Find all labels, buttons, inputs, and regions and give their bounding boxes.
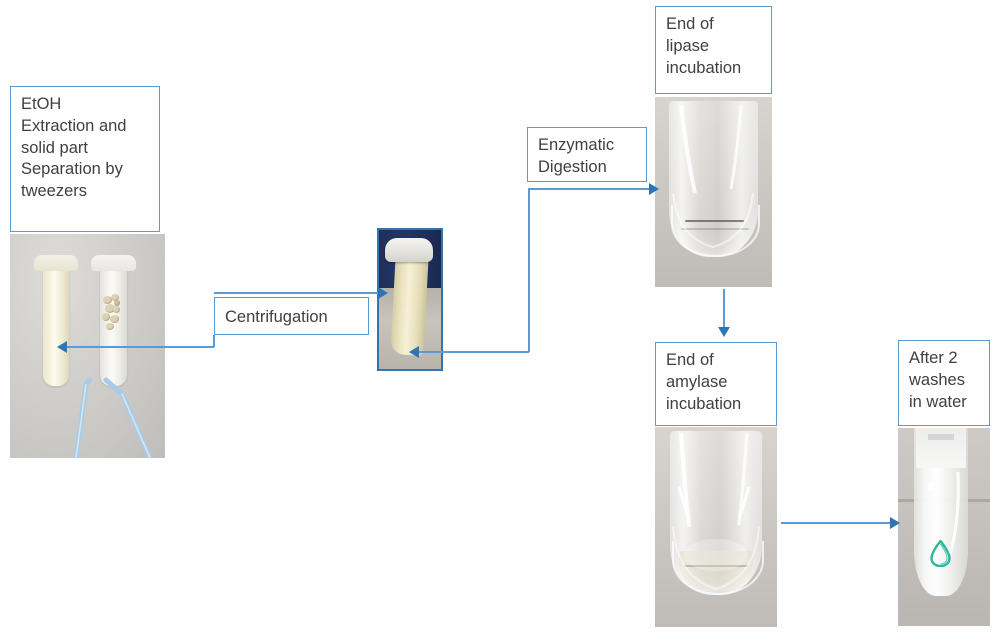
arrow-segment-to-left-tubes: [66, 346, 214, 348]
arrow-segment-from-centrifuged-tube: [418, 351, 529, 353]
tube-neck: [916, 428, 966, 468]
liquid-surface-line: [684, 564, 748, 567]
arrowhead-into-tubes-photo: [57, 341, 67, 353]
glass-highlights: [672, 104, 754, 249]
photo-centrifuged-tube: [377, 228, 443, 371]
arrow-segment-lipase-to-amylase: [723, 289, 725, 329]
arrow-segment-vertical-to-digestion: [528, 188, 530, 352]
photo-tube-after-two-water-washes: [898, 428, 990, 626]
label-enzymatic-digestion: Enzymatic Digestion: [527, 127, 647, 182]
label-end-of-amylase-incubation: End of amylase incubation: [655, 342, 777, 426]
arrowhead-into-centrifuged-photo: [378, 287, 388, 299]
label-centrifugation: Centrifugation: [214, 297, 369, 335]
arrow-segment-to-lipase-photo: [528, 188, 652, 190]
label-etoh-extraction: EtOH Extraction and solid part Separatio…: [10, 86, 160, 232]
eppendorf-tube-with-yellow-liquid: [34, 255, 78, 386]
arrow-segment-centrifugation-down: [213, 335, 215, 347]
photo-tube-after-amylase-incubation: [655, 427, 777, 627]
label-end-of-lipase-incubation: End of lipase incubation: [655, 6, 772, 94]
arrow-segment-to-centrifuged-tube: [214, 292, 380, 294]
tweezers-icon: [73, 377, 153, 458]
tube-cap: [385, 238, 433, 262]
arrowhead-into-final-photo: [890, 517, 900, 529]
solid-particles: [101, 294, 125, 334]
liquid-surface-line: [680, 228, 749, 230]
tube-highlight: [928, 434, 960, 555]
glass-highlights: [672, 432, 760, 591]
arrowhead-into-centrifuged-tube-bottom: [409, 346, 419, 358]
label-after-2-washes-in-water: After 2 washes in water: [898, 340, 990, 426]
arrowhead-into-amylase-label: [718, 327, 730, 337]
arrow-segment-amylase-to-final: [781, 522, 892, 524]
glass-tube-base-rim: [671, 205, 760, 257]
teal-droplet-residue: [930, 540, 951, 567]
photo-tube-after-lipase-incubation: [655, 97, 772, 287]
residue-line: [685, 219, 744, 223]
arrowhead-into-lipase-photo: [649, 183, 659, 195]
centrifuged-tube-with-supernatant: [390, 257, 429, 356]
